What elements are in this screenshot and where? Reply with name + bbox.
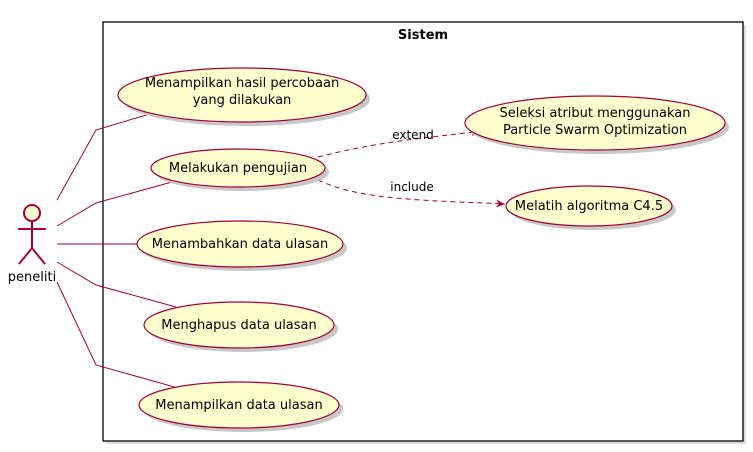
use-case-uc2[interactable]: Melakukan pengujian [150, 148, 329, 191]
extend-arrow [317, 128, 481, 158]
actor-figure [18, 204, 46, 265]
system-label: Sistem [398, 28, 448, 43]
use-case-ellipse [117, 67, 367, 123]
actor-name: peneliti [8, 270, 56, 285]
use-case-ellipse [150, 148, 326, 188]
use-case-label: Melakukan pengujian [169, 161, 307, 176]
use-case-uc6[interactable]: Seleksi atribut menggunakan Particle Swa… [464, 95, 729, 154]
include-label: include [390, 180, 433, 194]
extend-label: extend [392, 128, 434, 142]
actor-leg-right [31, 247, 46, 265]
use-case-uc1[interactable]: Menampilkan hasil percobaan yang dilakuk… [117, 67, 370, 126]
use-case-label: Particle Swarm Optimization [503, 123, 687, 138]
use-case-ellipse [143, 301, 335, 349]
association-uc4 [56, 261, 177, 308]
association-uc5 [56, 281, 179, 389]
use-case-uc3[interactable]: Menambahkan data ulasan [136, 220, 347, 271]
actor-head [23, 204, 41, 222]
association-uc1 [56, 107, 171, 201]
use-case-ellipse [464, 95, 726, 151]
use-case-label: Menghapus data ulasan [161, 318, 317, 333]
use-case-label: Menampilkan hasil percobaan [145, 76, 339, 91]
use-case-ellipse [505, 185, 673, 227]
use-case-label: Melatih algoritma C4.5 [515, 199, 663, 214]
actor-leg-left [18, 247, 33, 265]
association-uc2 [56, 181, 173, 227]
use-case-label: Seleksi atribut menggunakan [499, 106, 690, 121]
use-case-label: Menampilkan data ulasan [155, 398, 322, 413]
use-case-uc5[interactable]: Menampilkan data ulasan [138, 381, 343, 432]
use-case-label: yang dilakukan [193, 93, 292, 108]
use-case-ellipse [138, 381, 340, 429]
use-case-uc7[interactable]: Melatih algoritma C4.5 [505, 185, 676, 230]
use-case-label: Menambahkan data ulasan [152, 237, 328, 252]
use-case-ellipse [136, 220, 344, 268]
use-case-uc4[interactable]: Menghapus data ulasan [143, 301, 338, 352]
associations [56, 107, 179, 389]
